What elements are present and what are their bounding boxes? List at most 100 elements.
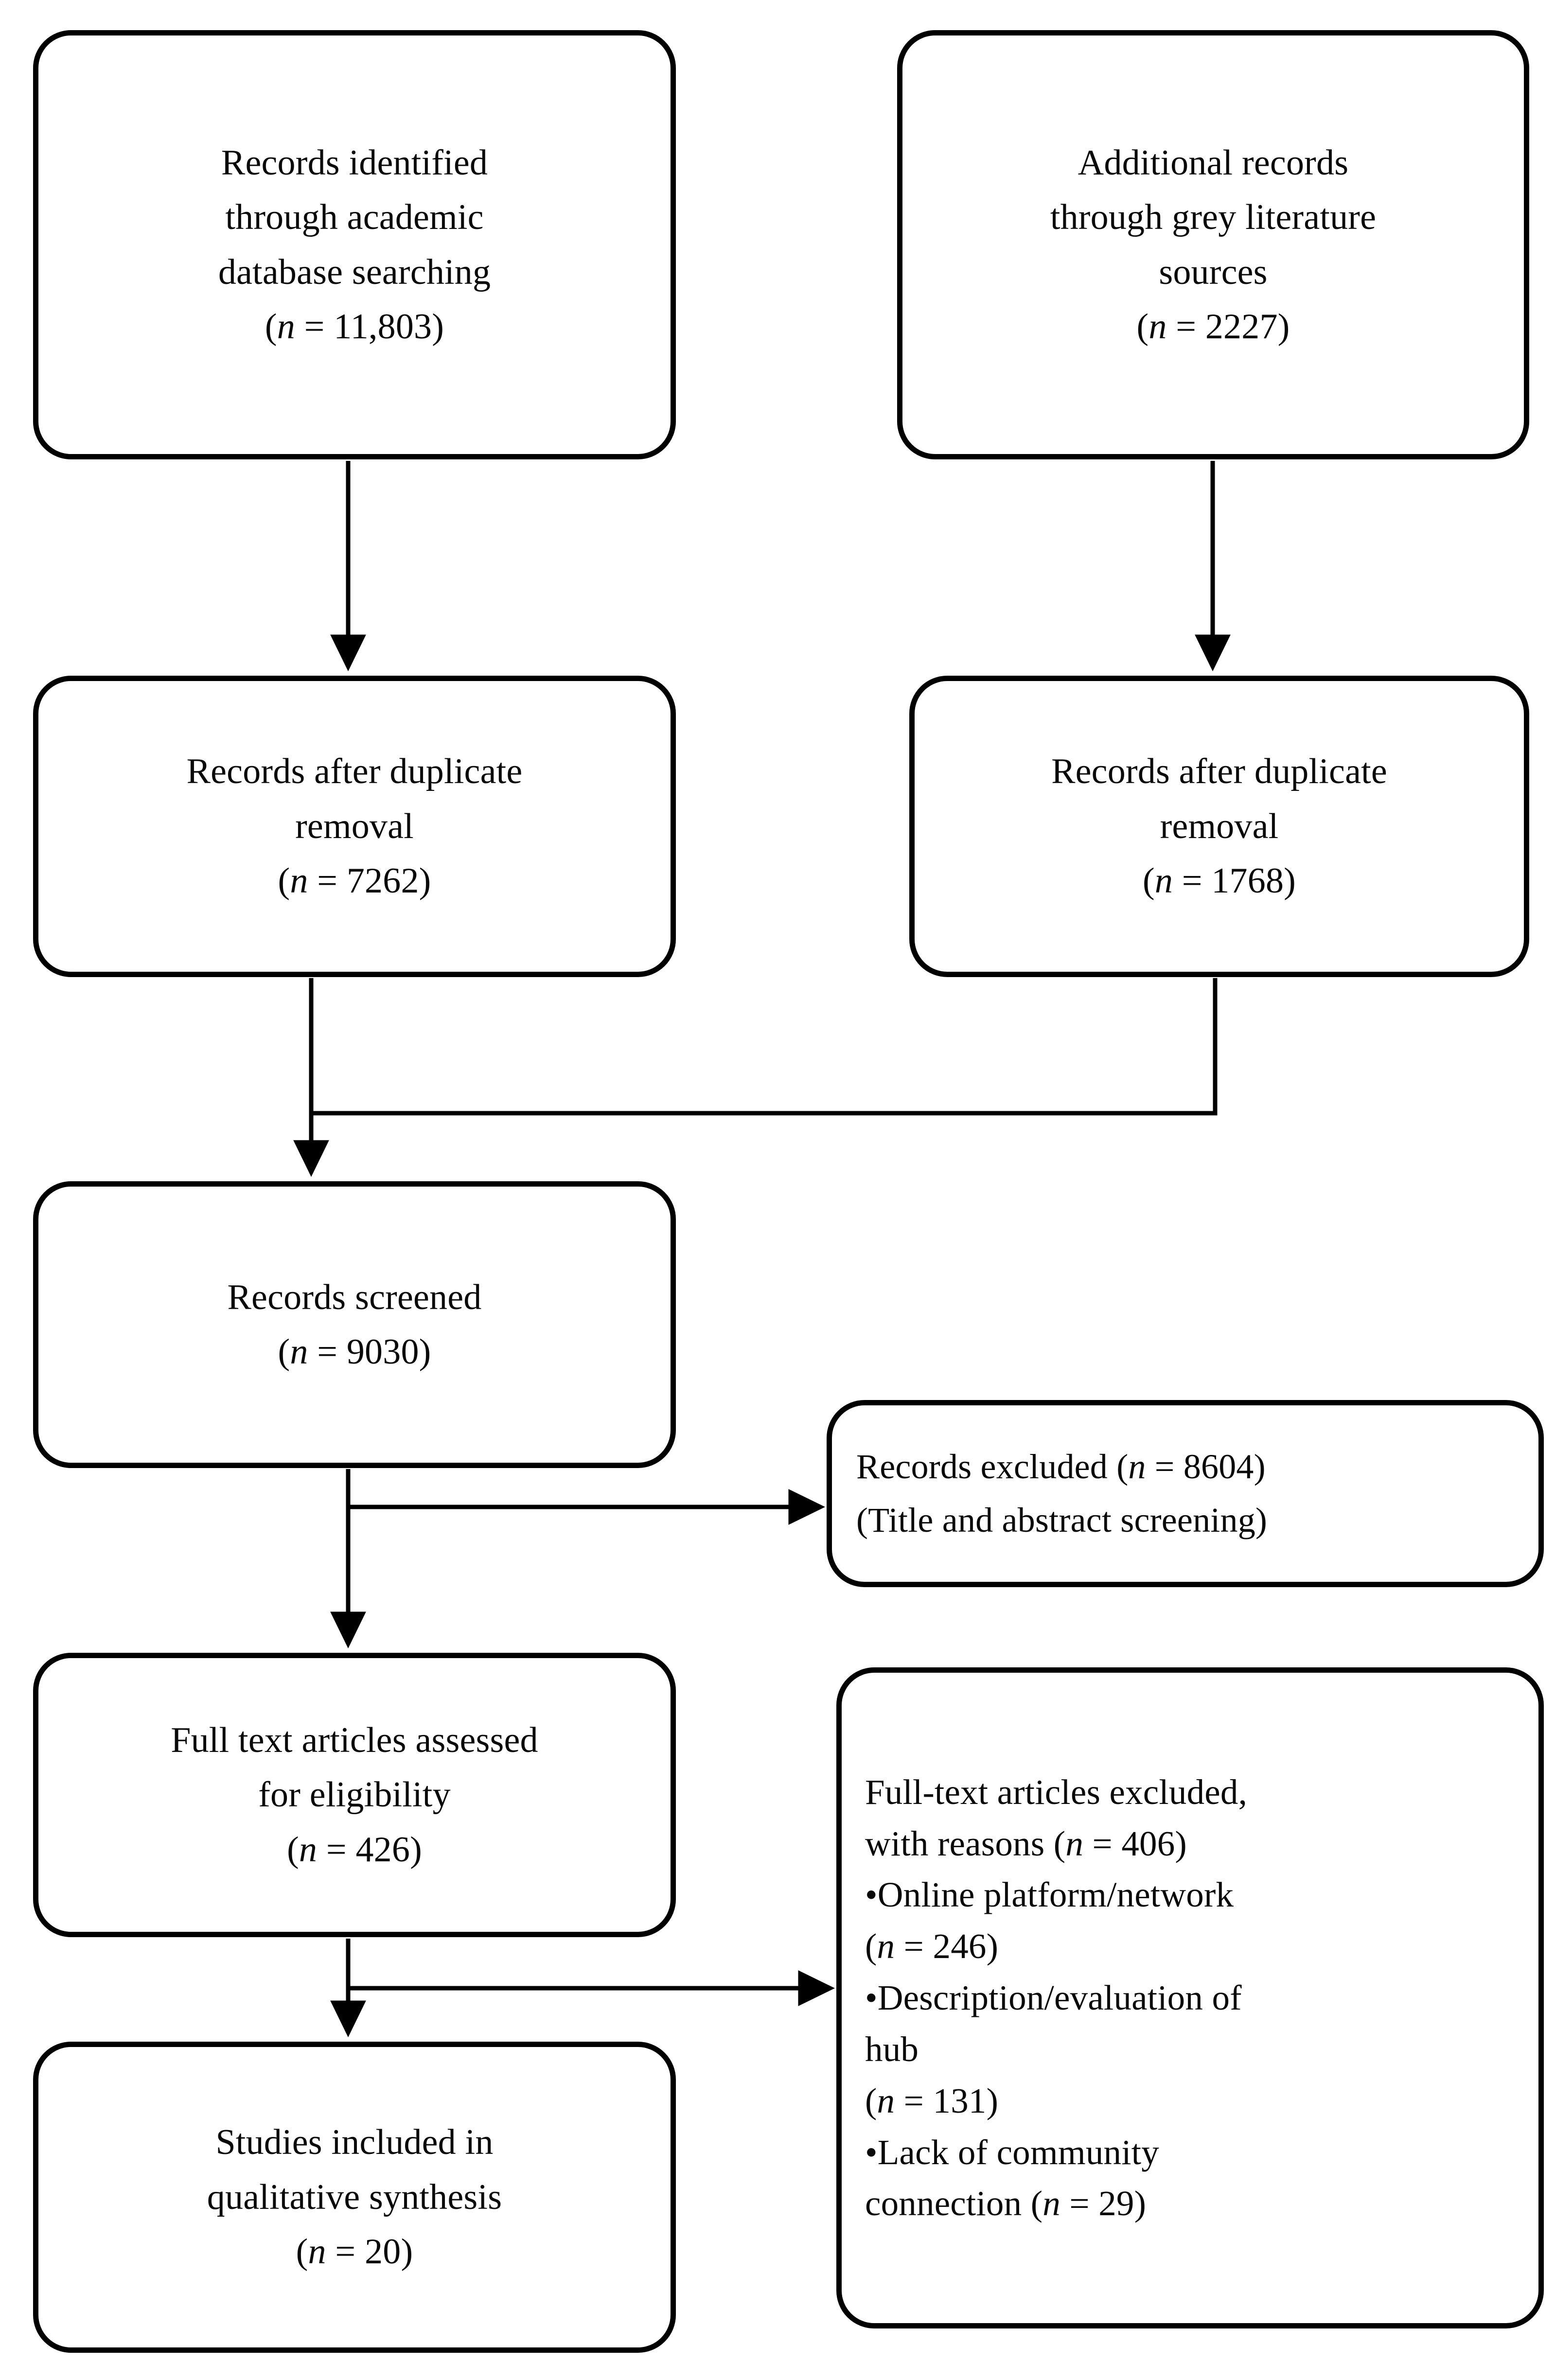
- count-equals: =: [895, 1926, 933, 1966]
- bullet-icon: •: [865, 2132, 878, 2172]
- bullet-icon: •: [865, 1978, 878, 2018]
- count-n-symbol: n: [290, 1332, 308, 1372]
- count-value: 2227: [1205, 306, 1278, 347]
- count-n-symbol: n: [308, 2232, 326, 2272]
- count-value: 406: [1121, 1823, 1175, 1863]
- count-n-symbol: n: [299, 1829, 318, 1870]
- count-value: 20: [365, 2232, 401, 2272]
- count-open-paren: (: [278, 861, 290, 901]
- count-equals: =: [895, 2081, 933, 2120]
- box-line: Studies included in: [215, 2122, 494, 2163]
- count-value: 8604: [1183, 1447, 1254, 1487]
- reason-item: •Description/evaluation of: [865, 1972, 1242, 2024]
- box-line: sources: [1159, 252, 1268, 292]
- count-close-paren: ): [410, 1829, 422, 1870]
- reason-label: Lack of community: [877, 2132, 1159, 2172]
- count-close-paren: ): [1284, 861, 1296, 901]
- count-open-paren: (: [278, 1332, 290, 1372]
- reason-item: •Lack of community: [865, 2127, 1159, 2178]
- count-n-symbol: n: [877, 2081, 895, 2120]
- reason-label: Online platform/network: [877, 1875, 1234, 1915]
- count-value: 246: [933, 1926, 987, 1966]
- count-n-symbol: n: [1128, 1447, 1146, 1487]
- count-close-paren: ): [401, 2232, 413, 2272]
- count-equals: =: [1173, 861, 1212, 901]
- box-line: for eligibility: [258, 1775, 451, 1815]
- excluded-label: with reasons (: [865, 1823, 1066, 1863]
- count-equals: =: [308, 1332, 347, 1372]
- count-open-paren: (: [1142, 861, 1155, 901]
- box-count-line: (n = 7262): [278, 854, 431, 908]
- count-equals: =: [317, 1829, 356, 1870]
- box-records-identified-academic: Records identified through academic data…: [33, 30, 676, 459]
- count-close-paren: ): [1254, 1447, 1266, 1487]
- box-line: qualitative synthesis: [207, 2177, 502, 2217]
- count-equals: =: [295, 306, 334, 347]
- merge-path-grey-dedup: [311, 978, 1218, 1116]
- count-close-paren: ): [1134, 2184, 1147, 2223]
- box-fulltext-articles-assessed: Full text articles assessed for eligibil…: [33, 1653, 676, 1937]
- count-close-paren: ): [419, 1332, 431, 1372]
- box-studies-included-qualitative-synthesis: Studies included in qualitative synthesi…: [33, 2042, 676, 2353]
- count-equals: =: [1166, 306, 1205, 347]
- box-line: Records after duplicate: [1051, 752, 1387, 792]
- count-value: 11,803: [334, 306, 432, 347]
- reason-label-continued-with-count: connection (n = 29): [865, 2178, 1146, 2229]
- count-equals: =: [1146, 1447, 1184, 1487]
- count-value: 131: [933, 2081, 987, 2120]
- box-line: through grey literature: [1050, 197, 1377, 238]
- box-line: database searching: [218, 252, 491, 292]
- count-n-symbol: n: [877, 1926, 895, 1966]
- excluded-header-line-1: Full-text articles excluded,: [865, 1772, 1248, 1812]
- count-open-paren: (: [296, 2232, 308, 2272]
- count-value: 426: [355, 1829, 410, 1870]
- count-n-symbol: n: [1065, 1823, 1084, 1863]
- count-open-paren: (: [865, 2081, 877, 2120]
- count-open-paren: (: [865, 1926, 877, 1966]
- box-records-screened: Records screened (n = 9030): [33, 1181, 676, 1468]
- reason-label-tail: connection: [865, 2184, 1031, 2223]
- count-close-paren: ): [1277, 306, 1290, 347]
- reason-count: (n = 131): [865, 2075, 998, 2127]
- box-line: through academic: [225, 197, 484, 238]
- reason-item: •Online platform/network: [865, 1869, 1234, 1921]
- count-close-paren: ): [419, 861, 431, 901]
- box-count-line: (n = 9030): [278, 1325, 431, 1379]
- box-line: removal: [1160, 806, 1279, 846]
- box-line: Records identified: [221, 142, 488, 183]
- box-count-line: (n = 11,803): [265, 299, 444, 354]
- box-records-excluded: Records excluded (n = 8604) (Title and a…: [827, 1400, 1544, 1587]
- box-count-line: (n = 426): [287, 1822, 422, 1877]
- box-count-line: Records excluded (n = 8604): [856, 1440, 1266, 1493]
- box-count-line: (n = 20): [296, 2224, 413, 2279]
- count-close-paren: ): [432, 306, 444, 347]
- box-line: Records screened: [227, 1277, 482, 1317]
- box-records-after-duplicate-removal-grey: Records after duplicate removal (n = 176…: [909, 676, 1529, 977]
- box-line: Full text articles assessed: [171, 1720, 538, 1760]
- count-n-symbol: n: [1149, 306, 1167, 347]
- count-equals: =: [1083, 1823, 1122, 1863]
- bullet-icon: •: [865, 1875, 878, 1915]
- count-open-paren: (: [1030, 2184, 1043, 2223]
- excluded-label: Records excluded (: [856, 1447, 1129, 1487]
- count-value: 7262: [346, 861, 419, 901]
- box-fulltext-articles-excluded: Full-text articles excluded, with reason…: [836, 1667, 1544, 2328]
- count-equals: =: [308, 861, 347, 901]
- reason-label: Description/evaluation of: [877, 1978, 1242, 2018]
- box-records-after-duplicate-removal-academic: Records after duplicate removal (n = 726…: [33, 676, 676, 977]
- count-open-paren: (: [287, 1829, 299, 1870]
- count-close-paren: ): [986, 1926, 999, 1966]
- reason-label-continued: hub: [865, 2029, 919, 2069]
- count-value: 9030: [346, 1332, 419, 1372]
- count-n-symbol: n: [1043, 2184, 1060, 2223]
- count-open-paren: (: [265, 306, 277, 347]
- count-equals: =: [326, 2232, 365, 2272]
- reason-count: (n = 246): [865, 1921, 998, 1972]
- count-value: 29: [1098, 2184, 1134, 2223]
- box-line: Records after duplicate: [186, 752, 523, 792]
- box-line: Additional records: [1078, 142, 1349, 183]
- count-close-paren: ): [1175, 1823, 1187, 1863]
- count-n-symbol: n: [290, 861, 308, 901]
- box-line: (Title and abstract screening): [856, 1500, 1268, 1540]
